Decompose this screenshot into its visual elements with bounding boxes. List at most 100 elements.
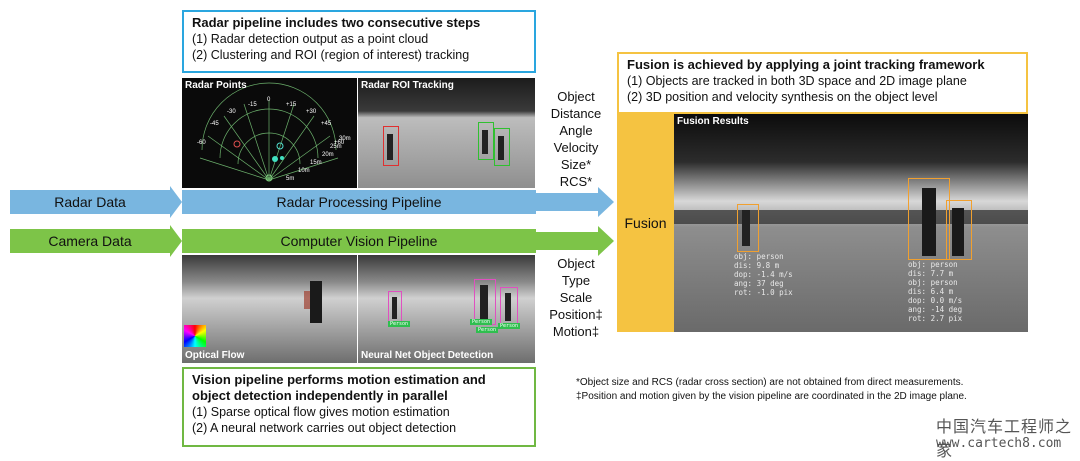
radar-angle-tick: 0 <box>267 97 271 103</box>
vision-box-item: (1) Sparse optical flow gives motion est… <box>192 405 450 419</box>
tracking-box <box>946 200 972 260</box>
readout-line: dop: -1.4 m/s <box>734 270 793 279</box>
nn-detection-panel: Person Person Person Person Neural Net O… <box>358 255 535 363</box>
radar-range-tick: 30m <box>339 136 351 142</box>
radar-box-title: Radar pipeline includes two consecutive … <box>192 15 481 30</box>
vision-output-item: Type <box>561 273 591 288</box>
detection-tag: Person <box>476 327 499 333</box>
radar-points-panel: Radar Points -15 0 +15 -30 +30 -45 +45 -… <box>182 78 357 188</box>
pedestrian <box>498 136 504 160</box>
pedestrian <box>505 293 511 321</box>
radar-data-label: Radar Data <box>54 194 126 210</box>
radar-angle-tick: +45 <box>321 121 332 127</box>
readout-line: ang: -14 deg <box>908 305 963 314</box>
radar-output-item: Distance <box>550 106 602 121</box>
radar-processing-pipeline: Radar Processing Pipeline <box>182 190 536 214</box>
radar-pipeline-box: Radar pipeline includes two consecutive … <box>182 10 536 73</box>
readout-line: obj: person <box>908 260 958 269</box>
pedestrian <box>480 285 488 321</box>
radar-output-item: Size* <box>560 157 592 172</box>
detection-tag: Person <box>470 319 493 325</box>
radar-angle-tick: +60 <box>334 140 345 146</box>
pedestrian <box>310 281 322 323</box>
roi-box-green <box>478 122 494 160</box>
fusion-box-item: (2) 3D position and velocity synthesis o… <box>627 90 938 104</box>
vision-pipeline-box: Vision pipeline performs motion estimati… <box>182 367 536 447</box>
horizon-trees <box>674 210 1028 224</box>
footnote: ‡Position and motion given by the vision… <box>576 391 967 402</box>
nn-detection-label: Neural Net Object Detection <box>361 350 494 361</box>
watermark-url: www.cartech8.com <box>936 436 1062 451</box>
readout-line: obj: person <box>908 278 958 287</box>
vision-output-item: Object <box>557 256 595 271</box>
roi-box-green <box>494 128 510 166</box>
radar-box-item: (1) Radar detection output as a point cl… <box>192 32 429 46</box>
readout-line: ang: 37 deg <box>734 279 784 288</box>
radar-outputs: Object Distance Angle Velocity Size* RCS… <box>538 88 614 190</box>
radar-box-item: (2) Clustering and ROI (region of intere… <box>192 48 470 62</box>
pedestrian <box>742 210 750 246</box>
radar-points-label: Radar Points <box>185 80 247 91</box>
fusion-results-label: Fusion Results <box>677 116 749 127</box>
fusion-readout-right: obj: person dis: 7.7 m obj: person dis: … <box>908 260 962 323</box>
fusion-results-panel: Fusion Results obj: person dis: 9.8 m do… <box>674 114 1028 332</box>
pedestrian <box>922 188 936 256</box>
radar-output-item: Velocity <box>553 140 599 155</box>
radar-range-tick: 10m <box>298 168 310 174</box>
pedestrian <box>482 130 488 154</box>
readout-line: dis: 7.7 m <box>908 269 954 278</box>
tracking-box <box>908 178 950 260</box>
vision-box-title: Vision pipeline performs motion estimati… <box>192 372 486 387</box>
radar-angle-tick: -15 <box>248 102 257 108</box>
readout-line: dis: 9.8 m <box>734 261 780 270</box>
radar-output-item: Angle <box>559 123 593 138</box>
color-wheel <box>184 325 206 347</box>
radar-roi-label: Radar ROI Tracking <box>361 80 454 91</box>
pedestrian <box>304 291 310 309</box>
fusion-label: Fusion <box>624 215 667 231</box>
vision-box-title: object detection independently in parall… <box>192 388 448 403</box>
readout-line: rot: -1.0 pix <box>734 288 793 297</box>
pedestrian <box>392 297 397 319</box>
optical-flow-label: Optical Flow <box>185 350 245 361</box>
radar-angle-tick: -45 <box>210 121 219 127</box>
radar-range-tick: 20m <box>322 152 334 158</box>
fusion-box-title: Fusion is achieved by applying a joint t… <box>627 57 985 72</box>
readout-line: dis: 6.4 m <box>908 287 954 296</box>
radar-output-item: RCS* <box>559 174 593 189</box>
camera-data-label: Camera Data <box>48 233 132 249</box>
detection-tag: Person <box>388 321 411 327</box>
vision-box-item: (2) A neural network carries out object … <box>192 421 457 435</box>
footnote: *Object size and RCS (radar cross sectio… <box>576 377 964 388</box>
radar-angle-tick: +15 <box>286 102 297 108</box>
computer-vision-pipeline: Computer Vision Pipeline <box>182 229 536 253</box>
vision-output-item: Scale <box>559 290 593 305</box>
readout-line: obj: person <box>734 252 784 261</box>
fusion-block: Fusion <box>617 114 674 332</box>
radar-angle-tick: -60 <box>197 140 206 146</box>
readout-line: rot: 2.7 pix <box>908 314 963 323</box>
watermark-cn: 中国汽车工程师之家 <box>936 417 1073 460</box>
vision-output-item: Motion‡ <box>552 324 600 339</box>
fusion-readout-left: obj: person dis: 9.8 m dop: -1.4 m/s ang… <box>734 252 793 297</box>
optical-flow-panel: Optical Flow <box>182 255 357 363</box>
radar-range-tick: 15m <box>310 160 322 166</box>
vision-outputs: Object Type Scale Position‡ Motion‡ <box>538 255 614 340</box>
tracking-box <box>737 204 759 252</box>
radar-fan-graphic <box>199 82 339 182</box>
fusion-box-item: (1) Objects are tracked in both 3D space… <box>627 74 967 88</box>
detection-tag: Person <box>498 323 521 329</box>
radar-range-tick: 5m <box>286 176 295 182</box>
pedestrian <box>387 134 393 160</box>
radar-angle-tick: -30 <box>227 109 236 115</box>
readout-line: dop: 0.0 m/s <box>908 296 963 305</box>
roi-box-red <box>383 126 399 166</box>
radar-range-tick: 25m <box>330 144 342 150</box>
radar-angle-tick: +30 <box>306 109 317 115</box>
radar-roi-panel: Radar ROI Tracking <box>358 78 535 188</box>
pedestrian <box>952 208 964 256</box>
fusion-description-box: Fusion is achieved by applying a joint t… <box>617 52 1028 114</box>
vision-output-item: Position‡ <box>549 307 603 322</box>
radar-output-item: Object <box>557 89 595 104</box>
